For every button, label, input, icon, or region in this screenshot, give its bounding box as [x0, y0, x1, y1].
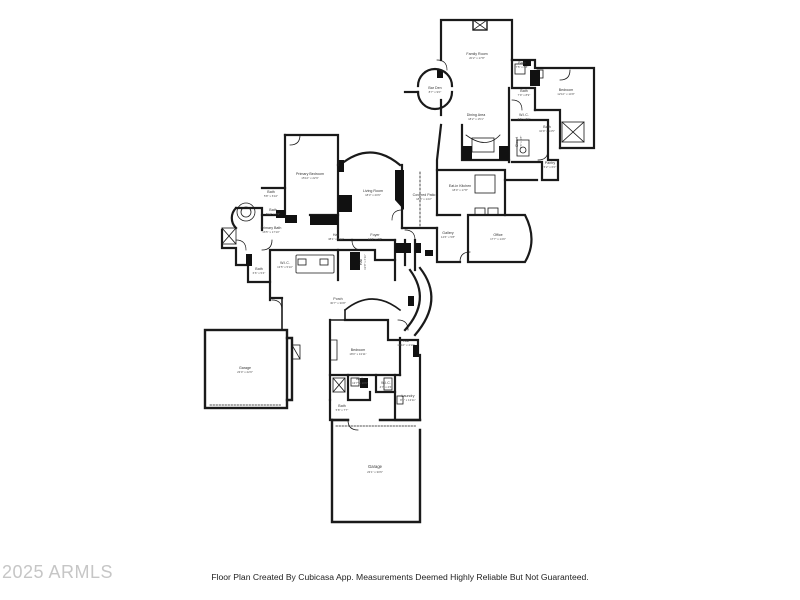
- wic-s-label: W.I.C.: [381, 381, 391, 385]
- garage-west-label: Garage: [239, 366, 251, 370]
- hall-mid-dim: 38'1" x 7'10": [328, 237, 344, 241]
- primary-suite-fixtures: [221, 134, 335, 274]
- bath-s2-dim: 5'8" x 7'7": [336, 408, 349, 412]
- wic-w-label: W.I.C.: [280, 261, 290, 265]
- bar-den-label: Bar Den: [428, 86, 441, 90]
- hall-e-label: Hall: [359, 259, 363, 265]
- primary-bath-dim: 16'5" x 17'10": [262, 230, 279, 234]
- covered-patio-dim: 18'8" x 14'2": [416, 197, 432, 201]
- wic-s-dim: 4'7" x 4'6": [380, 385, 393, 389]
- pantry-label: Pantry: [545, 161, 556, 165]
- hall-mid-label: Hall: [333, 233, 339, 237]
- pantry-dim: 5'2" x 6'0": [544, 165, 557, 169]
- garage-south-label: Garage: [368, 464, 383, 469]
- primary-bedroom-label: Primary Bedroom: [296, 172, 324, 176]
- bedroom-ne-dim: 12'10" x 14'8": [557, 92, 574, 96]
- garage-west-dim: 23'0" x 22'0": [237, 370, 253, 374]
- bath-s1-label: Bath: [356, 377, 363, 381]
- kitchen-label: Eat-in Kitchen: [449, 184, 471, 188]
- foyer-label: Foyer: [370, 233, 380, 237]
- bar-den-dim: 8'7" x 9'0": [429, 90, 442, 94]
- hall-s-label: Hall: [403, 339, 409, 343]
- garage-west-walls: [203, 328, 294, 410]
- armls-watermark: 2025 ARMLS: [2, 562, 114, 582]
- door-swings: [235, 59, 549, 251]
- family-room-label: Family Room: [466, 52, 487, 56]
- wic-w-dim: 13'5" x 5'10": [277, 265, 293, 269]
- porch-label: Porch: [333, 297, 342, 301]
- laundry-dim: 8'1" x 13'11": [400, 398, 416, 402]
- primary-suite-solid: [246, 210, 338, 266]
- bath-w1-dim: 5'8" x 6'10": [264, 194, 278, 198]
- foyer-dim: 16'3" x 7'8": [368, 237, 382, 241]
- primary-suite-walls: [220, 133, 340, 284]
- laundry-label: Laundry: [402, 394, 415, 398]
- dining-area-dim: 18'2" x 15'1": [468, 117, 484, 121]
- living-room-dim: 18'3" x 20'6": [365, 193, 381, 197]
- bedroom-s-dim: 18'0" x 13'11": [349, 352, 366, 356]
- family-room-dim: 20'2" x 17'8": [469, 56, 485, 60]
- bath-w2-dim: 5'11" x 7'3": [266, 212, 280, 216]
- bath-ne3-label: Bath: [543, 125, 550, 129]
- south-wing-fixtures: [329, 339, 404, 405]
- central-hall-solid: [350, 243, 433, 270]
- living-room-solid: [338, 160, 404, 212]
- bar-den-walls: [403, 67, 454, 111]
- office-walls: [466, 213, 533, 264]
- fireplace-blocks: [437, 60, 540, 160]
- office-fixtures: [459, 207, 499, 263]
- family-room-fixtures: [465, 19, 585, 157]
- porch-fixtures: [271, 299, 409, 331]
- bath-top-dim: 7'5" x 6'8": [516, 65, 529, 69]
- garage-west-fixtures: [209, 344, 301, 406]
- gallery-label: Gallery: [442, 231, 454, 235]
- garage-south-dim: 23'1" x 30'6": [367, 470, 383, 474]
- family-room-walls: [435, 18, 596, 217]
- primary-bath-label: Primary Bath: [261, 226, 282, 230]
- bedroom-ne-label: Bedroom: [559, 88, 574, 92]
- living-room-fixtures: [419, 171, 496, 227]
- bath-sw-dim: 6'6" x 5'4": [253, 271, 266, 275]
- gallery-solid: [408, 296, 414, 306]
- bath-ne2-dim: 7'9" x 8'9": [518, 93, 531, 97]
- bath-ne2-label: Bath: [520, 89, 527, 93]
- bath-w1-label: Bath: [267, 190, 274, 194]
- floor-plan: Family Room 20'2" x 17'8" Bath 7'5" x 6'…: [203, 18, 596, 524]
- floor-plan-caption: Floor Plan Created By Cubicasa App. Meas…: [211, 572, 589, 582]
- wic-ne-label: W.I.C.: [519, 113, 529, 117]
- porch-dim: 30'7" x 30'8": [330, 301, 346, 305]
- room-labels: Family Room 20'2" x 17'8" Bath 7'5" x 6'…: [237, 52, 575, 474]
- hall-s-dim: 10'10" x 4'10": [397, 343, 414, 347]
- bedroom-s-label: Bedroom: [351, 348, 366, 352]
- covered-patio-label: Covered Patio: [413, 193, 436, 197]
- kitchen-dim: 18'0" x 17'8": [452, 188, 468, 192]
- office-dim: 17'7" x 14'0": [490, 237, 506, 241]
- living-room-label: Living Room: [363, 189, 383, 193]
- wic-ne-dim: 6'6" x 8'0": [518, 117, 531, 121]
- bath-ne3-dim: 10'9" x 14'5": [539, 129, 555, 133]
- hall-e-dim: 19'8" x 6'11": [363, 254, 367, 270]
- bath-top-label: Bath: [518, 61, 525, 65]
- garage-south-fixtures: [335, 419, 417, 431]
- bath-s1-dim: 13'7" x 10'6": [352, 381, 368, 385]
- closet-ne-dim: 6'6" x 6'8": [519, 136, 523, 149]
- garage-south-walls: [330, 418, 422, 524]
- bath-sw-label: Bath: [255, 267, 262, 271]
- office-label: Office: [493, 233, 502, 237]
- primary-bedroom-dim: 15'10" x 22'9": [301, 176, 318, 180]
- south-wing-solid: [360, 345, 419, 388]
- gallery-walls: [403, 266, 433, 337]
- gallery-dim: 14'6" x 5'8": [441, 235, 455, 239]
- bath-s2-label: Bath: [338, 404, 345, 408]
- bath-w2-label: Bath: [269, 208, 276, 212]
- closet-ne-label: Closet: [515, 137, 519, 147]
- dining-area-label: Dining Area: [467, 113, 486, 117]
